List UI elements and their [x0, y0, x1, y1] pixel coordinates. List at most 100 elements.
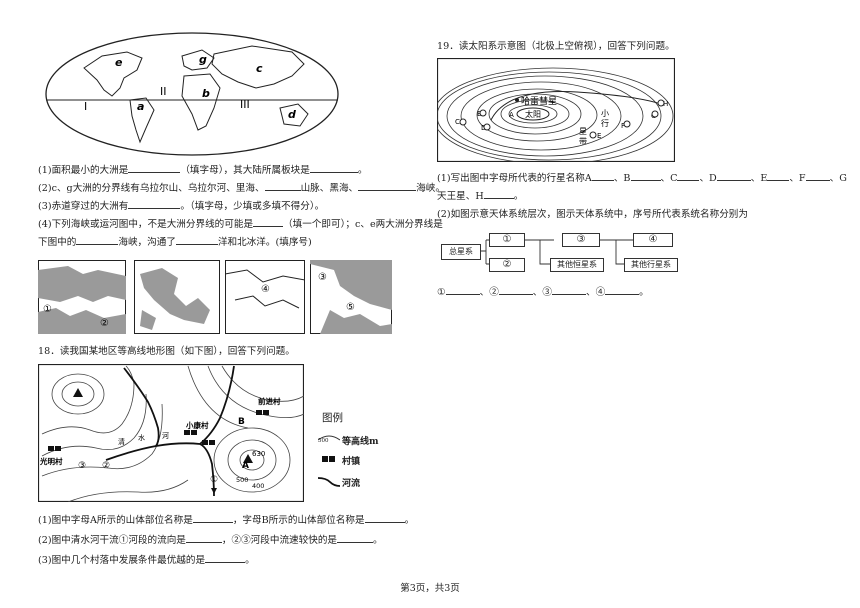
label-five: ⑤	[346, 302, 355, 313]
australia-shape	[279, 103, 309, 127]
blank[interactable]	[605, 284, 640, 295]
blank[interactable]	[498, 284, 533, 295]
label-g: g	[199, 53, 207, 66]
north-america-shape	[83, 51, 143, 97]
strait-map-3: ④	[225, 260, 305, 334]
node-2: ②	[489, 258, 525, 272]
blank[interactable]	[175, 234, 218, 245]
blank[interactable]	[205, 552, 246, 563]
legend-town: 村镇	[342, 457, 361, 467]
label-a: a	[137, 100, 144, 113]
asteroid-belt-char-2: 行	[601, 118, 609, 128]
q17-line-3: (3)赤道穿过的大洲有。（填字母，少填或多填不得分）。	[38, 198, 324, 214]
node-root: 总星系	[441, 244, 481, 260]
blank[interactable]	[192, 512, 233, 523]
europe-shape	[181, 49, 215, 71]
label-A: A	[242, 461, 249, 471]
africa-shape	[181, 73, 221, 131]
river-north	[123, 367, 160, 447]
blank[interactable]	[253, 216, 284, 227]
south-america-shape	[129, 97, 155, 144]
asteroid-belt-char-4: 带	[579, 137, 587, 146]
solar-system-diagram: 哈雷彗星 太阳 A B C D E F G H 小 行 星 带	[437, 58, 675, 162]
node-other-planet: 其他行星系	[624, 258, 678, 272]
blank[interactable]	[76, 234, 119, 245]
peak-triangle	[243, 454, 253, 463]
blank[interactable]	[630, 170, 661, 181]
planet-C: C	[455, 118, 460, 126]
blank[interactable]	[677, 170, 700, 181]
blank[interactable]	[364, 512, 405, 523]
legend-river: 河流	[342, 479, 361, 489]
q19-title: 19．读太阳系示意图（北极上空俯视），回答下列问题。	[437, 41, 675, 52]
river-char-shui: 水	[138, 433, 145, 442]
asteroid-belt-char-3: 星	[579, 127, 587, 136]
river-char-qing: 清	[118, 437, 125, 446]
blank[interactable]	[264, 180, 301, 191]
blank[interactable]	[309, 162, 358, 173]
segment-three: ③	[78, 461, 86, 471]
river-main	[105, 442, 215, 497]
blank[interactable]	[128, 198, 181, 209]
q19-answers: ①、②、③、④。	[437, 284, 649, 300]
q17-line-4: (4)下列海峡或运河图中，不是大洲分界线的可能是（填一个即可）；c、e两大洲分界…	[38, 216, 443, 232]
q19-q1-cont: 天王星、H。	[437, 188, 523, 204]
legend-contour: 等高线m	[342, 437, 379, 447]
river-char-he: 河	[162, 432, 169, 440]
legend: 图例 500 等高线m 村镇 河流	[318, 410, 398, 506]
village-xiaokang: 小康村	[186, 420, 209, 430]
blank[interactable]	[358, 180, 417, 191]
peak-value: 630	[252, 450, 265, 458]
legend-title: 图例	[322, 412, 343, 424]
blank[interactable]	[716, 170, 751, 181]
legend-contour-value: 500	[318, 438, 329, 444]
label-d: d	[288, 108, 296, 121]
blank[interactable]	[128, 162, 181, 173]
planet-B: B	[477, 110, 482, 118]
comet-label: 哈雷彗星	[521, 95, 557, 107]
river-east	[199, 365, 235, 445]
label-B: B	[238, 417, 245, 427]
contour-map: 630 光明村 小康村 前进村 B A 500 400 清 水 河 ① ② ③	[38, 364, 304, 502]
planet-E: E	[597, 132, 601, 140]
planet-H: H	[663, 100, 668, 108]
blank[interactable]	[445, 284, 480, 295]
segment-two: ②	[102, 461, 110, 471]
label-two: ②	[100, 318, 109, 329]
world-map: e g c b a d I II III	[45, 32, 339, 156]
q18-q2: (2)图中清水河干流①河段的流向是，②③河段中流速较快的是。	[38, 532, 383, 548]
q19-q2: (2)如图示意天体系统层次，图示天体系统中，序号所代表系统名称分别为	[437, 209, 748, 220]
label-c: c	[256, 62, 263, 75]
q17-line-2: (2)c、g大洲的分界线有乌拉尔山、乌拉尔河、里海、山脉、黑海、海峡。	[38, 180, 445, 196]
hierarchy-connectors	[480, 239, 633, 265]
peak-triangle	[73, 388, 83, 397]
label-III: III	[240, 98, 250, 111]
label-e: e	[115, 56, 123, 69]
q19-q1: (1)写出图中字母所代表的行星名称A、B、C、D、E、F、G	[437, 170, 847, 186]
strait-map-2	[134, 260, 220, 334]
village-qianjin: 前进村	[258, 396, 281, 406]
q18-q1: (1)图中字母A所示的山体部位名称是，字母B所示的山体部位名称是。	[38, 512, 414, 528]
village-guangming: 光明村	[39, 456, 63, 466]
blank[interactable]	[185, 532, 222, 543]
strait-map-4: ③ ⑤	[310, 260, 392, 334]
planet-A: A	[509, 111, 514, 119]
strait-map-1: ① ②	[38, 260, 126, 334]
label-II: II	[160, 85, 167, 98]
blank[interactable]	[551, 284, 586, 295]
planet-F: F	[621, 122, 625, 130]
blank[interactable]	[337, 532, 374, 543]
blank[interactable]	[483, 188, 514, 199]
label-three: ③	[318, 272, 327, 283]
label-b: b	[202, 87, 210, 100]
sun-label: 太阳	[525, 109, 541, 119]
q17-line-1: (1)面积最小的大洲是（填字母），其大陆所属板块是。	[38, 162, 367, 178]
contour-400: 400	[252, 482, 264, 490]
blank[interactable]	[805, 170, 830, 181]
label-I: I	[84, 100, 87, 113]
blank[interactable]	[767, 170, 790, 181]
blank[interactable]	[591, 170, 614, 181]
q18-q3: (3)图中几个村落中发展条件最优越的是。	[38, 552, 255, 568]
page-footer: 第3页，共3页	[400, 583, 460, 594]
contour-500: 500	[236, 476, 248, 484]
